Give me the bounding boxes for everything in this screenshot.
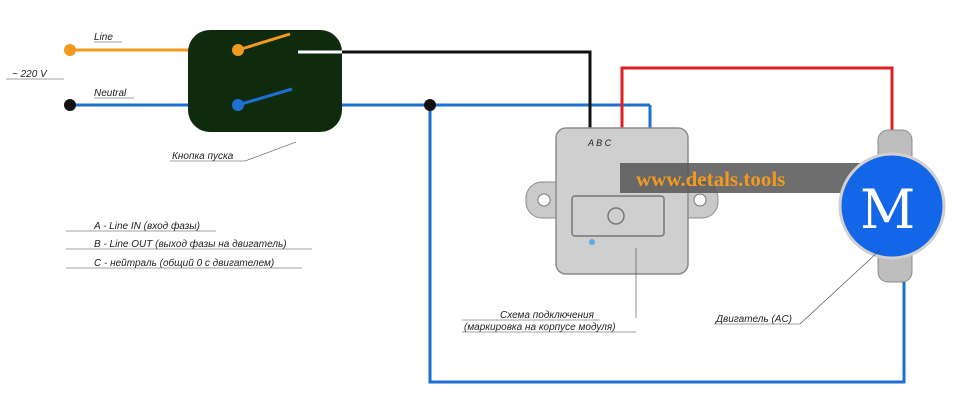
legend-item-c: C - нейтраль (общий 0 с двигателем) xyxy=(94,257,274,269)
motor-label: Двигатель (AC) xyxy=(715,314,792,325)
motor-circle xyxy=(838,152,946,260)
neutral-return-wire xyxy=(428,105,906,384)
module-panel xyxy=(571,195,665,237)
legend-item-b: B - Line OUT (выход фазы на двигатель) xyxy=(94,238,287,250)
watermark-band xyxy=(620,163,882,193)
module-body xyxy=(555,127,689,275)
module-indicator xyxy=(607,207,625,225)
switch-body xyxy=(188,30,342,132)
scheme-label-line1: Схема подключения xyxy=(500,310,595,321)
motor-leader xyxy=(799,249,881,325)
legend-item-a: A - Line IN (вход фазы) xyxy=(93,220,200,232)
switched-line-wire xyxy=(298,50,592,132)
motor-letter: M xyxy=(860,178,915,241)
line-terminal-dot xyxy=(64,44,76,56)
module-terminal-marks: A B C xyxy=(587,138,612,148)
start-button-leader xyxy=(244,141,297,162)
module-hole-left xyxy=(537,193,551,207)
neutral-junction-dot xyxy=(424,99,436,111)
neutral-label: Neutral xyxy=(94,88,127,99)
terminal-legend: A - Line IN (вход фазы) B - Line OUT (вы… xyxy=(66,220,312,269)
ac-motor: M xyxy=(838,129,946,283)
neutral-terminal-dot xyxy=(64,99,76,111)
relay-module: A B C xyxy=(525,127,719,275)
watermark-text: www.detals.tools xyxy=(636,167,785,191)
module-led xyxy=(589,239,595,245)
start-button-label: Кнопка пуска xyxy=(172,151,234,162)
module-hole-right xyxy=(693,193,707,207)
start-switch xyxy=(188,30,342,132)
switch-lever-neutral xyxy=(237,87,293,107)
scheme-label-line2: (маркировка на корпусе модуля) xyxy=(464,322,616,333)
switch-lever-line xyxy=(237,32,291,52)
line-label: Line xyxy=(94,32,113,43)
voltage-label: ~ 220 V xyxy=(12,69,48,80)
motor-phase-wire xyxy=(620,66,894,140)
